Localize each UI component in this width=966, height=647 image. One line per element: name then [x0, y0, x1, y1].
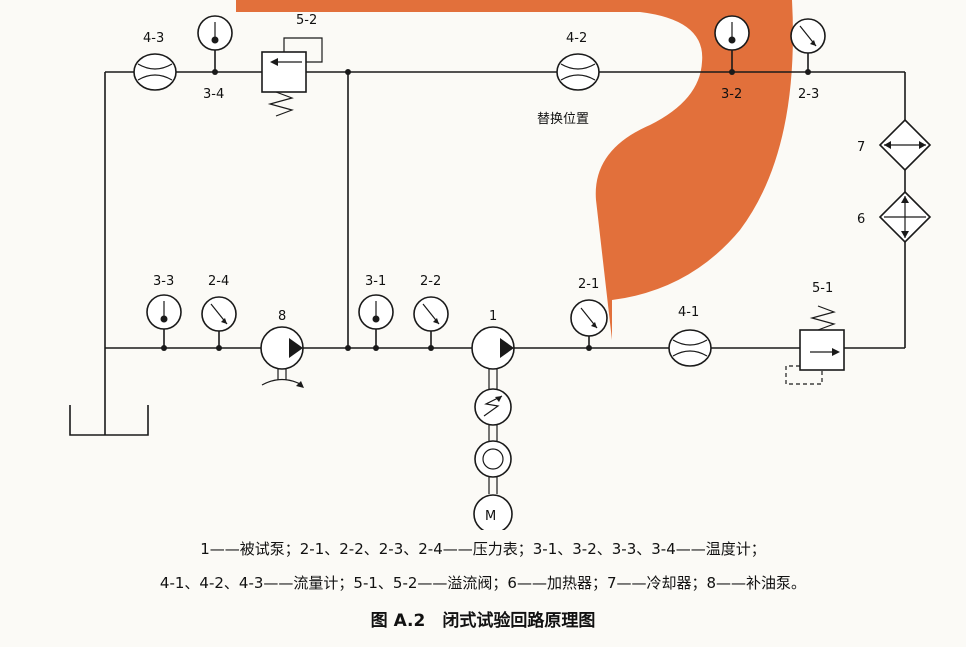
legend-line-1: 1——被试泵；2-1、2-2、2-3、2-4——压力表；3-1、3-2、3-3、…	[200, 540, 766, 558]
torque-sensor	[474, 388, 512, 441]
flowmeter-4-2	[556, 53, 600, 91]
legend-line-2: 4-1、4-2、4-3——流量计；5-1、5-2——溢流阀；6——加热器；7——…	[159, 574, 807, 592]
flowmeter-4-1	[668, 329, 712, 367]
thermometer-3-4	[197, 15, 233, 75]
label-4-1: 4-1	[678, 305, 699, 320]
label-3-4: 3-4	[203, 87, 224, 102]
label-4-3: 4-3	[143, 31, 164, 46]
flowmeter-4-3	[133, 53, 177, 91]
oil-tank	[69, 405, 149, 436]
thermometer-3-3	[146, 294, 182, 351]
heater-6	[878, 190, 932, 244]
figure-title: 图 A.2 闭式试验回路原理图	[370, 611, 596, 631]
pressure-gauge-2-4	[201, 296, 237, 351]
tested-pump-1	[471, 326, 515, 389]
label-4-2: 4-2	[566, 31, 587, 46]
pressure-gauge-2-1	[570, 299, 608, 351]
motor	[473, 494, 513, 530]
label-5-2: 5-2	[296, 13, 317, 28]
label-2-3: 2-3	[798, 87, 819, 102]
label-5-1: 5-1	[812, 281, 833, 296]
pipelines	[104, 69, 906, 435]
pressure-gauge-2-3	[790, 18, 826, 75]
label-3-3: 3-3	[153, 274, 174, 289]
label-3-2: 3-2	[721, 87, 742, 102]
replacement-position-note: 替换位置	[537, 112, 589, 127]
closed-test-circuit-diagram: 4-3 3-4 5-2 4-2 替换位置 3-2 2-3	[69, 0, 932, 530]
watermark-shape	[236, 0, 793, 340]
thermometer-3-1	[358, 294, 394, 351]
label-1: 1	[489, 309, 497, 324]
label-2-2: 2-2	[420, 274, 441, 289]
thermometer-3-2	[714, 15, 750, 75]
relief-valve-5-1	[785, 305, 845, 385]
label-7: 7	[857, 140, 865, 155]
label-8: 8	[278, 309, 286, 324]
charge-pump-8	[260, 326, 304, 388]
label-3-1: 3-1	[365, 274, 386, 289]
motor-label: M	[485, 509, 496, 524]
coupling	[474, 440, 512, 494]
label-2-1: 2-1	[578, 277, 599, 292]
relief-valve-5-2	[261, 37, 323, 117]
label-2-4: 2-4	[208, 274, 229, 289]
label-6: 6	[857, 212, 865, 227]
cooler-7	[878, 118, 932, 172]
pressure-gauge-2-2	[413, 296, 449, 351]
